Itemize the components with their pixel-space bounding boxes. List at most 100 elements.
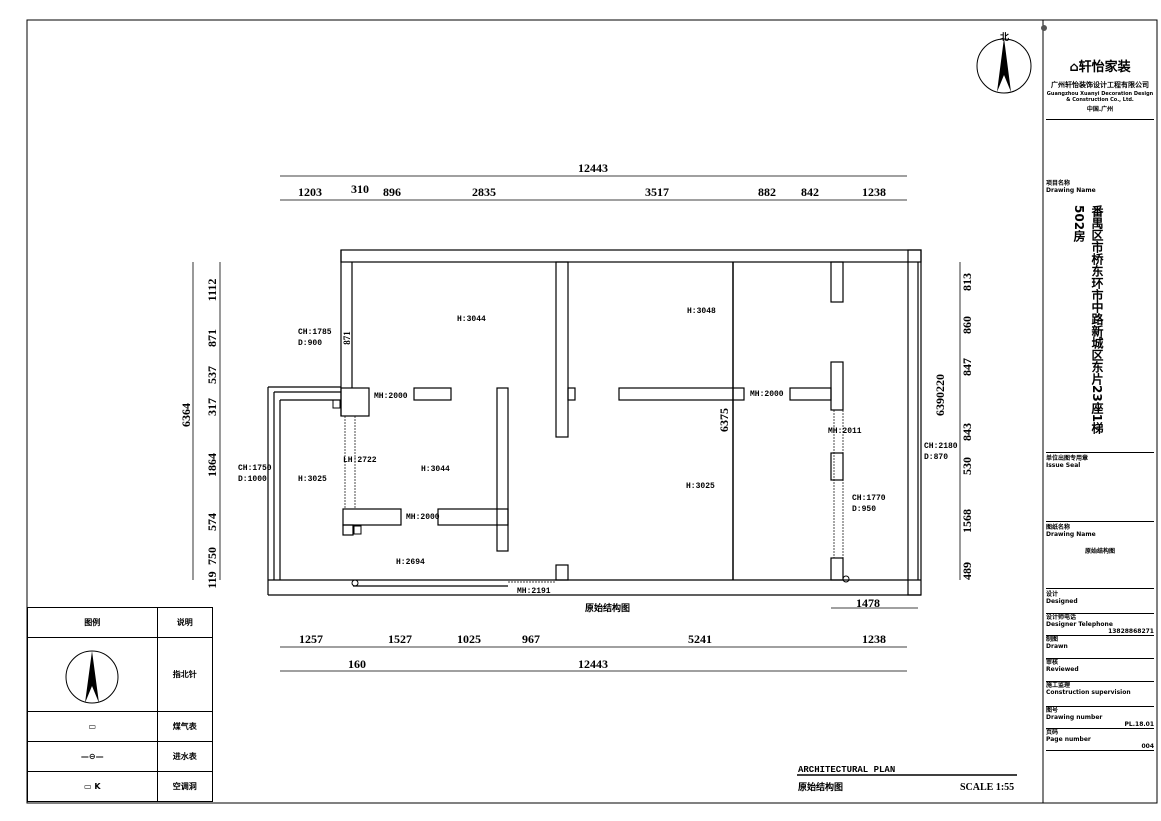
house-logo-icon: ⌂ [1069, 60, 1079, 75]
dim-label: 1203 [298, 185, 322, 199]
legend-header-symbol: 图例 [27, 607, 158, 638]
height-label: H:3044 [421, 465, 450, 474]
dim-right-segments: 6390220 813 860 847 843 530 1568 489 637… [342, 273, 974, 580]
designed-label-en: Designed [1046, 598, 1078, 605]
drawing-name-block: 图纸名称 Drawing Name 原始结构图 [1046, 521, 1154, 555]
legend-header-desc: 说明 [156, 607, 213, 638]
reviewed-label-en: Reviewed [1046, 666, 1079, 673]
north-arrow-icon [27, 637, 158, 712]
pin-marker [1041, 25, 1047, 31]
gas-meter-icon [332, 399, 341, 409]
supervision-label-cn: 施工监理 [1046, 682, 1071, 689]
legend-desc: 煤气表 [156, 711, 213, 742]
page-label-cn: 页码 [1046, 729, 1059, 736]
north-label: 北 [1000, 31, 1009, 43]
plan-title: 原始结构图 [585, 602, 630, 614]
dim-label: 860 [960, 316, 974, 334]
water-meter-icon [351, 579, 359, 587]
dim-label: 6375 [717, 408, 731, 432]
drawing-number-value: PL.18.01 [1046, 721, 1154, 729]
height-label: H:3025 [686, 482, 715, 491]
supervision-label-en: Construction supervision [1046, 689, 1131, 696]
drawing-name-label-en: Drawing Name [1046, 531, 1096, 538]
dim-label: 530 [960, 457, 974, 475]
height-label: H:2694 [396, 558, 425, 567]
dim-top-segments: 1203 310 896 2835 3517 882 842 1238 [298, 182, 886, 199]
footer-chinese-title: 原始结构图 [798, 781, 843, 793]
drawn-label-en: Drawn [1046, 643, 1068, 650]
project-label-en: Drawing Name [1046, 187, 1096, 194]
height-label: H:3044 [457, 315, 486, 324]
window-label: D:870 [924, 453, 948, 462]
window-label: D:1000 [238, 475, 267, 484]
dim-label: 967 [522, 632, 540, 646]
issue-seal: 单位出图专用章 Issue Seal [1046, 452, 1154, 469]
door-height-label: MH:2191 [517, 587, 551, 596]
dim-left-segments: 6364 1112 871 537 317 1864 574 750 119 [179, 279, 219, 589]
page-label-en: Page number [1046, 736, 1091, 743]
dim-label: 847 [960, 358, 974, 376]
dim-label: 3517 [645, 185, 669, 199]
dim-label: 1257 [299, 632, 323, 646]
dim-label: 1478 [856, 596, 880, 610]
dim-top-overall: 12443 [578, 161, 608, 175]
company-logo: ⌂轩怡家装 [1046, 60, 1154, 76]
number-label-en: Drawing number [1046, 714, 1103, 721]
meter-symbols [332, 399, 850, 587]
window-label: CH:1785 [298, 328, 332, 337]
dimension-lines [192, 175, 961, 672]
dim-label: 1238 [862, 632, 886, 646]
dim-label: 1238 [862, 185, 886, 199]
dim-label: 317 [205, 398, 219, 416]
dim-label: 842 [801, 185, 819, 199]
dim-label: 813 [960, 273, 974, 291]
seal-label-en: Issue Seal [1046, 462, 1081, 469]
door-height-label: MH:2000 [406, 513, 440, 522]
walls [267, 249, 922, 596]
window-label: CH:1770 [852, 494, 886, 503]
seal-label-cn: 单位出图专用章 [1046, 455, 1089, 462]
dim-label: 5241 [688, 632, 712, 646]
dim-label: 1025 [457, 632, 481, 646]
door-height-label: MH:2011 [828, 427, 862, 436]
dim-label: 843 [960, 423, 974, 441]
number-label-cn: 图号 [1046, 707, 1059, 714]
drawing-name-value: 原始结构图 [1084, 548, 1115, 555]
openings [344, 400, 844, 583]
footer-english-title: ARCHITECTURAL PLAN [798, 765, 895, 775]
dim-label: 882 [758, 185, 776, 199]
legend-desc: 空调洞 [156, 771, 213, 802]
window-label: CH:1750 [238, 464, 272, 473]
dim-label: 1568 [960, 509, 974, 533]
company-location: 中国.广州 [1086, 106, 1114, 113]
height-label: H:3025 [298, 475, 327, 484]
room-labels: H:3044 H:3048 H:3044 H:3025 H:3025 H:269… [238, 307, 958, 596]
credits-block: 设计 Designed 设计师电话 Designer Telephone 138… [1046, 588, 1154, 751]
reviewed-label-cn: 审核 [1046, 659, 1059, 666]
logo-text: 轩怡家装 [1078, 60, 1131, 75]
legend-desc: 进水表 [156, 741, 213, 772]
dim-label: 6364 [179, 403, 193, 427]
water-meter-icon [842, 575, 850, 583]
gas-meter-icon: ▭ [27, 711, 158, 742]
window-label: D:950 [852, 505, 876, 514]
scale-label: SCALE 1:55 [960, 782, 1014, 793]
dim-label: 160 [348, 657, 366, 671]
window-label: CH:2180 [924, 442, 958, 451]
sheet-border [26, 19, 1158, 804]
window-label: D:900 [298, 339, 322, 348]
page-number-value: 004 [1046, 743, 1154, 751]
project-block: 项目名称 Drawing Name [1046, 180, 1154, 194]
dim-label: 871 [205, 329, 219, 347]
drawing-name-label-cn: 图纸名称 [1046, 524, 1071, 531]
dim-label: 750 [205, 547, 219, 565]
dim-label: 119 [205, 571, 219, 588]
height-label: H:3048 [687, 307, 716, 316]
dim-label: 1112 [205, 279, 219, 302]
dim-label: 1864 [205, 453, 219, 477]
dim-bottom-segments: 1257 1527 1025 967 5241 1238 160 12443 1… [299, 596, 886, 671]
tel-label-cn: 设计师电话 [1046, 614, 1077, 621]
tel-label-en: Designer Telephone [1046, 621, 1113, 628]
